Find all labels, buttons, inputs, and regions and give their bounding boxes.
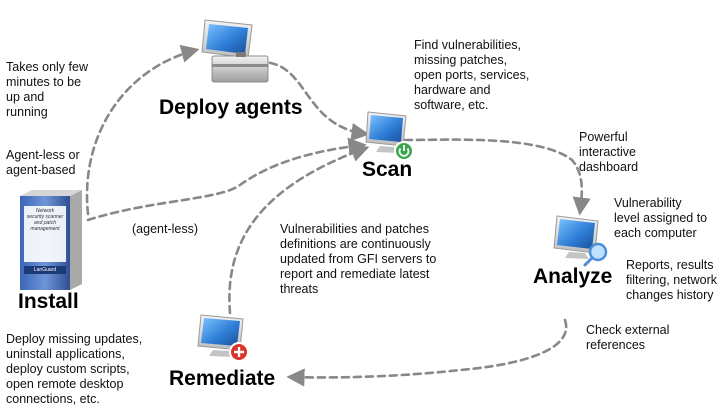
step-install: Install bbox=[18, 290, 79, 313]
arrow-deploy-to-scan bbox=[256, 60, 370, 142]
step-scan: Scan bbox=[362, 158, 413, 181]
arrow-remediate-to-scan bbox=[228, 144, 370, 315]
box-line-4: management bbox=[30, 226, 60, 232]
arrow-install-to-deploy bbox=[85, 44, 200, 216]
arrow-install-to-scan bbox=[86, 137, 367, 222]
arrow-analyze-to-remediate bbox=[286, 318, 568, 387]
step-deploy-agents: Deploy agents bbox=[159, 96, 303, 119]
install-box-icon bbox=[20, 190, 82, 290]
box-line-3: and patch bbox=[34, 220, 56, 226]
note-deploy-missing: Deploy missing updates, uninstall applic… bbox=[6, 332, 143, 406]
note-agent-options: Agent-less or agent-based bbox=[6, 148, 80, 177]
arrow-scan-to-analyze bbox=[403, 138, 591, 216]
note-agent-less: (agent-less) bbox=[132, 222, 198, 236]
note-takes-only: Takes only few minutes to be up and runn… bbox=[6, 60, 88, 119]
note-reports: Reports, results filtering, network chan… bbox=[626, 258, 718, 302]
toolbox-icon bbox=[211, 52, 269, 83]
remediate-monitor-icon bbox=[197, 314, 244, 357]
magnifier-icon bbox=[583, 242, 608, 267]
box-line-2: security scanner bbox=[26, 214, 64, 220]
step-remediate: Remediate bbox=[169, 367, 276, 390]
note-find: Find vulnerabilities, missing patches, o… bbox=[414, 38, 530, 112]
note-external: Check external references bbox=[586, 323, 670, 352]
note-level: Vulnerability level assigned to each com… bbox=[614, 196, 708, 240]
box-label: Network security scanner and patch manag… bbox=[24, 208, 66, 232]
step-analyze: Analyze bbox=[533, 265, 613, 288]
analyze-monitor-icon bbox=[553, 215, 599, 259]
scan-monitor-icon bbox=[365, 111, 407, 153]
plus-icon bbox=[229, 342, 249, 362]
power-icon bbox=[394, 141, 414, 161]
note-dashboard: Powerful interactive dashboard bbox=[579, 130, 639, 174]
note-definitions: Vulnerabilities and patches definitions … bbox=[280, 222, 437, 296]
box-line-1: Network bbox=[35, 208, 55, 214]
box-brand: LanGuard bbox=[33, 267, 57, 273]
